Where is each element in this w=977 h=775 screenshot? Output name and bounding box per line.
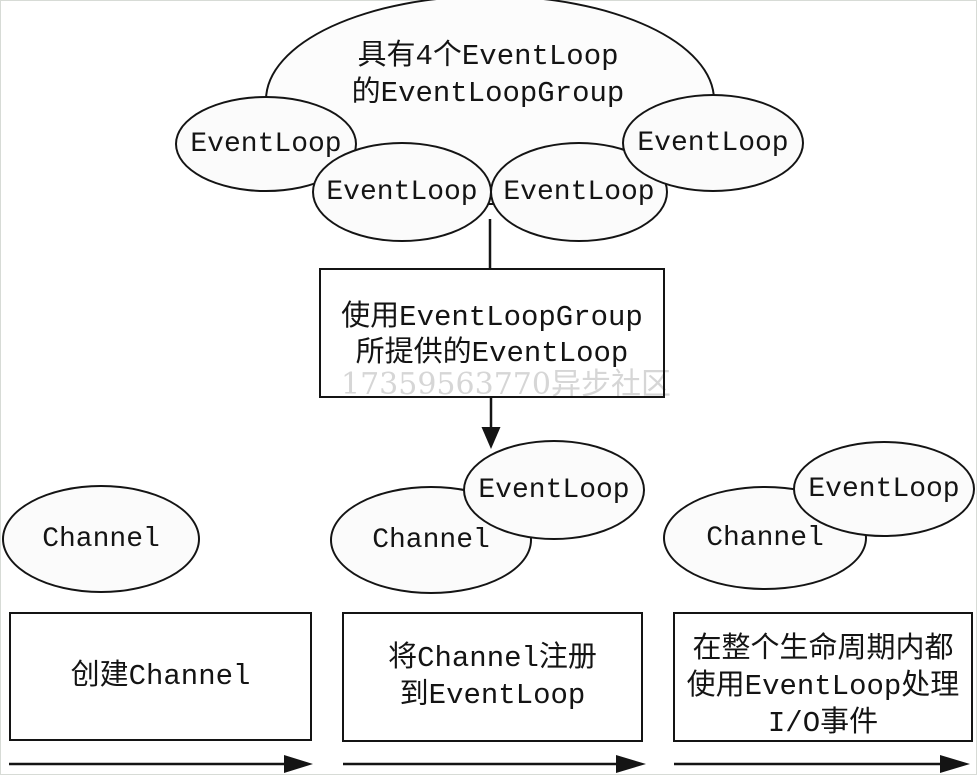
group-label-line1: 具有4个EventLoop: [357, 40, 619, 73]
watermark-text: 17359563770异步社区: [341, 367, 671, 402]
stage2-eventloop-label: EventLoop: [478, 474, 630, 506]
stage3-caption-box: 在整个生命周期内都 使用EventLoop处理 I/O事件: [673, 612, 973, 742]
stage3-caption-line3: I/O事件: [767, 707, 879, 740]
event-loop-ellipse-4: EventLoop: [622, 94, 804, 192]
stage2-flow-arrow: [343, 755, 646, 773]
stage3-caption-line2: 使用EventLoop处理: [686, 670, 960, 703]
event-loop-label-2: EventLoop: [326, 176, 478, 208]
group-label-line2: 的EventLoopGroup: [351, 77, 625, 110]
event-loop-ellipse-2: EventLoop: [312, 142, 492, 242]
provide-box-line1: 使用EventLoopGroup: [341, 301, 643, 334]
stage2-caption-line2: 到EventLoop: [399, 679, 586, 712]
stage1-channel-label: Channel: [42, 523, 160, 555]
stage3-flow-arrow: [674, 755, 970, 773]
stage2-eventloop-ellipse: EventLoop: [463, 440, 645, 540]
event-loop-group-label: 具有4个EventLoop 的EventLoopGroup: [267, 38, 709, 112]
stage3-channel-label: Channel: [706, 522, 824, 554]
stage2-caption-line1: 将Channel注册: [388, 642, 597, 675]
stage2-caption-box: 将Channel注册 到EventLoop: [342, 612, 643, 742]
stage1-caption-box: 创建Channel: [9, 612, 312, 741]
stage1-channel-ellipse: Channel: [2, 485, 200, 593]
stage3-eventloop-label: EventLoop: [808, 473, 960, 505]
stage3-caption-line1: 在整个生命周期内都: [692, 633, 954, 666]
stage1-flow-arrow: [9, 755, 313, 773]
stage3-eventloop-ellipse: EventLoop: [793, 441, 975, 537]
stage1-caption-line1: 创建Channel: [70, 660, 251, 693]
provide-box-line2: 所提供的EventLoop: [355, 337, 629, 370]
event-loop-label-3: EventLoop: [503, 176, 655, 208]
event-loop-label-1: EventLoop: [190, 128, 342, 160]
event-loop-label-4: EventLoop: [637, 127, 789, 159]
box-to-eventloop-arrow: [481, 398, 501, 449]
stage2-channel-label: Channel: [372, 524, 490, 556]
provide-eventloop-box: 使用EventLoopGroup 所提供的EventLoop: [319, 268, 665, 398]
